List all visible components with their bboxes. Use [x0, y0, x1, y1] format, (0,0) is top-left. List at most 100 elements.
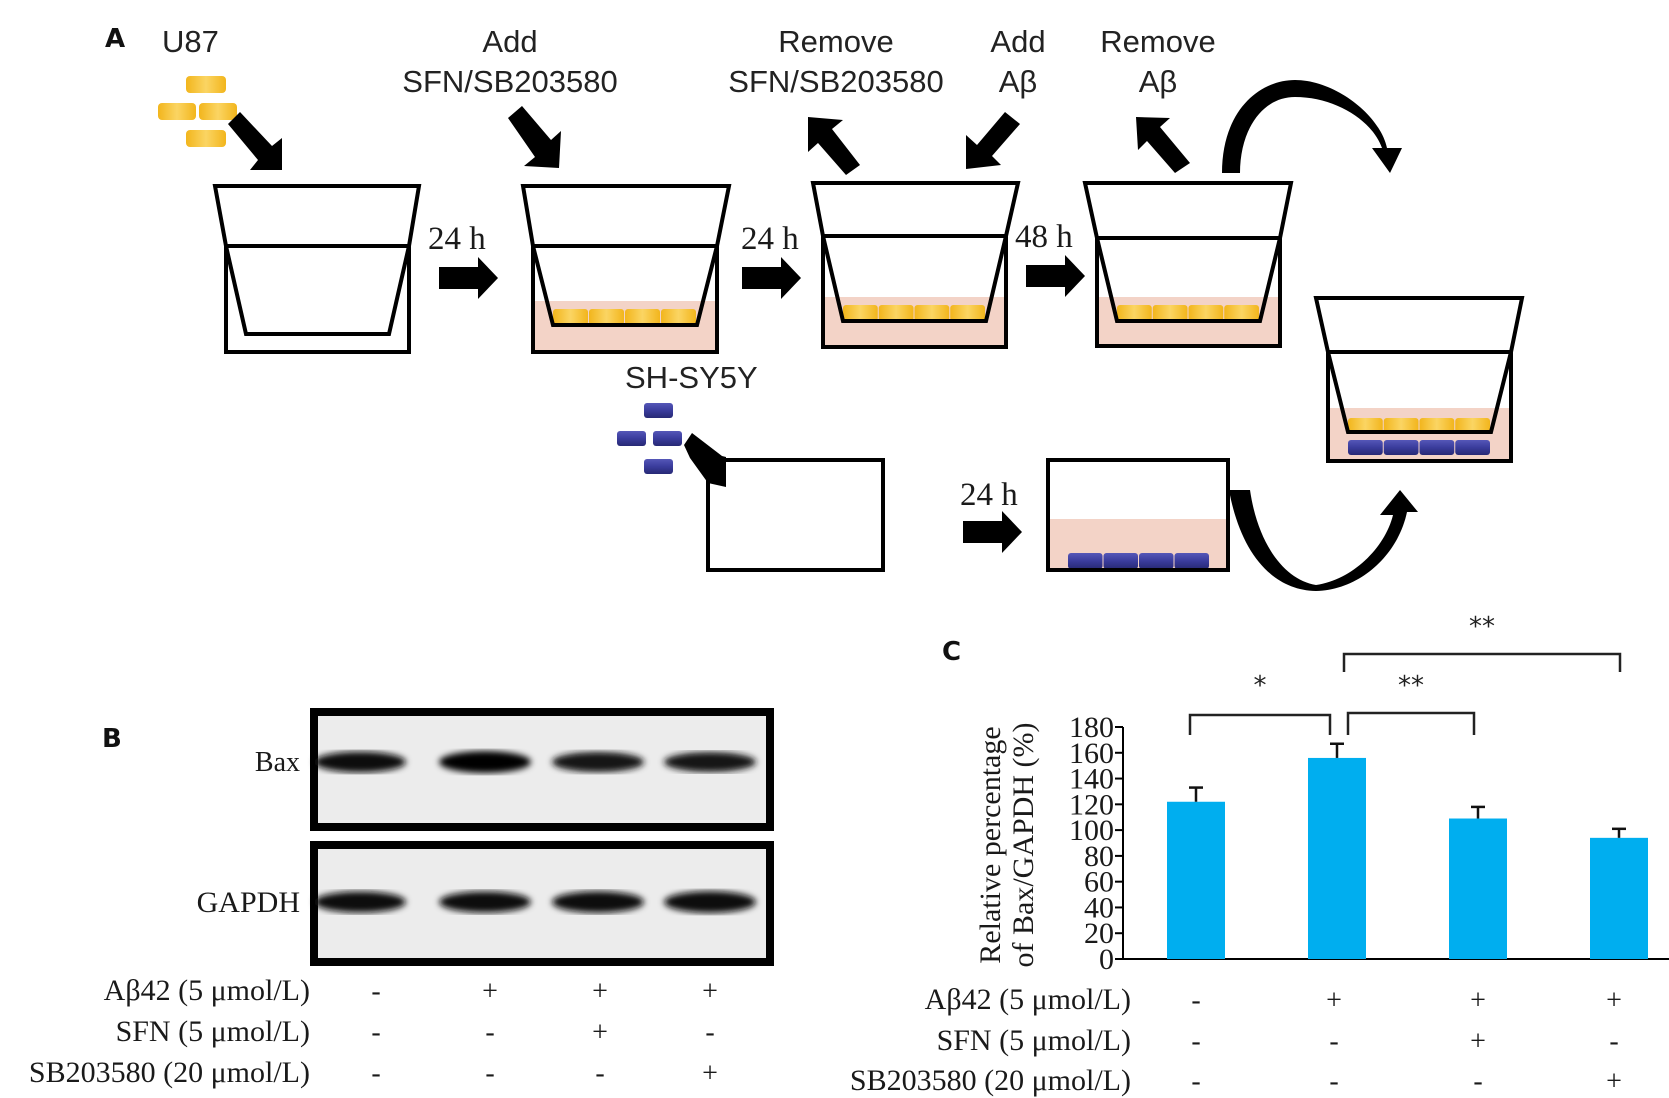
time-arrow-1-icon [439, 257, 498, 299]
chart-condition-label: SB203580 (20 μmol/L) [850, 1064, 1131, 1097]
y-tick-label: 0 [1099, 943, 1114, 976]
step-3-line-1: Add [990, 24, 1045, 59]
shsy5y-cell [1383, 440, 1419, 455]
time-label-2: 24 h [741, 221, 799, 257]
chart-condition-sign: + [1326, 985, 1342, 1016]
blot-condition-sign: - [371, 976, 380, 1007]
blot-condition-label: SB203580 (20 μmol/L) [29, 1056, 310, 1089]
u87-label: U87 [162, 24, 219, 59]
blot-condition-sign: - [485, 1017, 494, 1048]
insert-membrane [224, 245, 411, 336]
insert-membrane [531, 245, 719, 327]
remove-sfn-arrow-icon [808, 117, 860, 175]
y-tick-label: 180 [1069, 711, 1114, 744]
step-2-line-1: Remove [778, 24, 893, 59]
insert-5-coculture [1313, 296, 1525, 463]
blot-condition-sign: + [482, 976, 498, 1007]
blot-bax [310, 708, 774, 831]
blot-band [664, 752, 756, 772]
time-arrows [439, 255, 1085, 553]
transfer-insert-arrow-icon [1222, 80, 1402, 173]
bar-0 [1167, 801, 1225, 959]
shsy5y-cell [1103, 553, 1138, 569]
y-tick-label: 60 [1084, 866, 1114, 899]
panel-a-label: A [105, 24, 125, 54]
transwell-inserts [212, 181, 1525, 463]
chart-condition-sign: + [1606, 1066, 1622, 1097]
significance-label: ** [1469, 612, 1495, 642]
shsy5y-cell [1174, 553, 1209, 569]
time-arrow-3-icon [1026, 255, 1085, 297]
chart-condition-sign: - [1329, 1066, 1338, 1097]
blot-band [314, 751, 406, 773]
blot-band [314, 891, 406, 913]
bar-1 [1308, 757, 1366, 959]
step-1-line-2: SFN/SB203580 [402, 64, 617, 99]
add-sfn-arrow-icon [508, 106, 561, 168]
chart-condition-sign: - [1329, 1026, 1338, 1057]
u87-cell [878, 305, 914, 321]
shsy5y-cell [1419, 440, 1455, 455]
significance-bracket [1188, 713, 1332, 735]
panel-c-label: C [942, 637, 961, 667]
chart-condition-sign: - [1473, 1066, 1482, 1097]
shsy5y-label: SH-SY5Y [625, 360, 758, 395]
y-axis-title: Relative percentage of Bax/GAPDH (%) [974, 723, 1040, 968]
chart-condition-sign: + [1470, 985, 1486, 1016]
insert-flange [520, 184, 732, 248]
time-arrow-2-icon [742, 257, 801, 299]
blot-band [664, 891, 756, 913]
significance-bracket [1342, 652, 1622, 672]
bar-3 [1590, 837, 1648, 959]
step-2-line-2: SFN/SB203580 [728, 64, 943, 99]
step-1-line-1: Add [482, 24, 537, 59]
y-tick-label: 40 [1084, 891, 1114, 924]
shsy5y-cell [1455, 440, 1490, 455]
y-tick-label: 160 [1069, 737, 1114, 770]
shsy5y-cell [1139, 553, 1174, 569]
significance-label: * [1254, 671, 1267, 701]
shsy5y-cell [1068, 553, 1103, 569]
blot-condition-sign: - [485, 1058, 494, 1089]
y-axis-title-line-1: Relative percentage [974, 726, 1007, 963]
western-blots [310, 708, 774, 966]
step-3-line-2: Aβ [999, 64, 1038, 99]
blot-condition-sign: + [702, 976, 718, 1007]
u87-cell [914, 305, 950, 321]
blot-band [439, 751, 531, 773]
step-4-line-2: Aβ [1139, 64, 1178, 99]
y-tick-label: 80 [1084, 840, 1114, 873]
chart-condition-sign: - [1191, 985, 1200, 1016]
y-axis-title-line-2: of Bax/GAPDH (%) [1007, 723, 1040, 968]
chart-condition-label: SFN (5 μmol/L) [937, 1024, 1131, 1057]
u87-cell [1188, 305, 1224, 321]
chart-condition-sign: - [1191, 1026, 1200, 1057]
shsy5y-cell [1348, 440, 1383, 455]
y-tick-label: 120 [1069, 788, 1114, 821]
panel-c: C Relative percentage of Bax/GAPDH (%) 0… [850, 612, 1669, 1097]
insert-membrane [821, 235, 1008, 323]
u87-cell [1152, 305, 1188, 321]
insert-3-u87 [810, 181, 1021, 349]
blot-condition-sign: - [371, 1058, 380, 1089]
significance-label: ** [1398, 671, 1424, 701]
panel-c-conditions: Aβ42 (5 μmol/L)-+++SFN (5 μmol/L)--+-SB2… [850, 983, 1622, 1097]
significance-bracket [1346, 711, 1476, 735]
panel-a: A U87 Add SFN/SB203580 Remove SFN/SB2035… [105, 24, 1525, 591]
blot-label-bax: Bax [255, 747, 300, 778]
step-4-line-1: Remove [1100, 24, 1215, 59]
panel-b-label: B [102, 724, 122, 754]
blot-label-gapdh: GAPDH [197, 886, 300, 919]
insert-flange [1082, 181, 1294, 240]
u87-cell [1224, 305, 1259, 321]
insert-2-u87 [520, 184, 732, 354]
chart-condition-sign: + [1470, 1026, 1486, 1057]
shsy5y-cell-cluster-icon [617, 403, 682, 474]
insert-membrane [1326, 351, 1513, 434]
time-label-3: 48 h [1015, 219, 1073, 255]
blot-condition-label: SFN (5 μmol/L) [116, 1015, 310, 1048]
insert-flange [212, 184, 422, 248]
empty-well [706, 458, 885, 572]
